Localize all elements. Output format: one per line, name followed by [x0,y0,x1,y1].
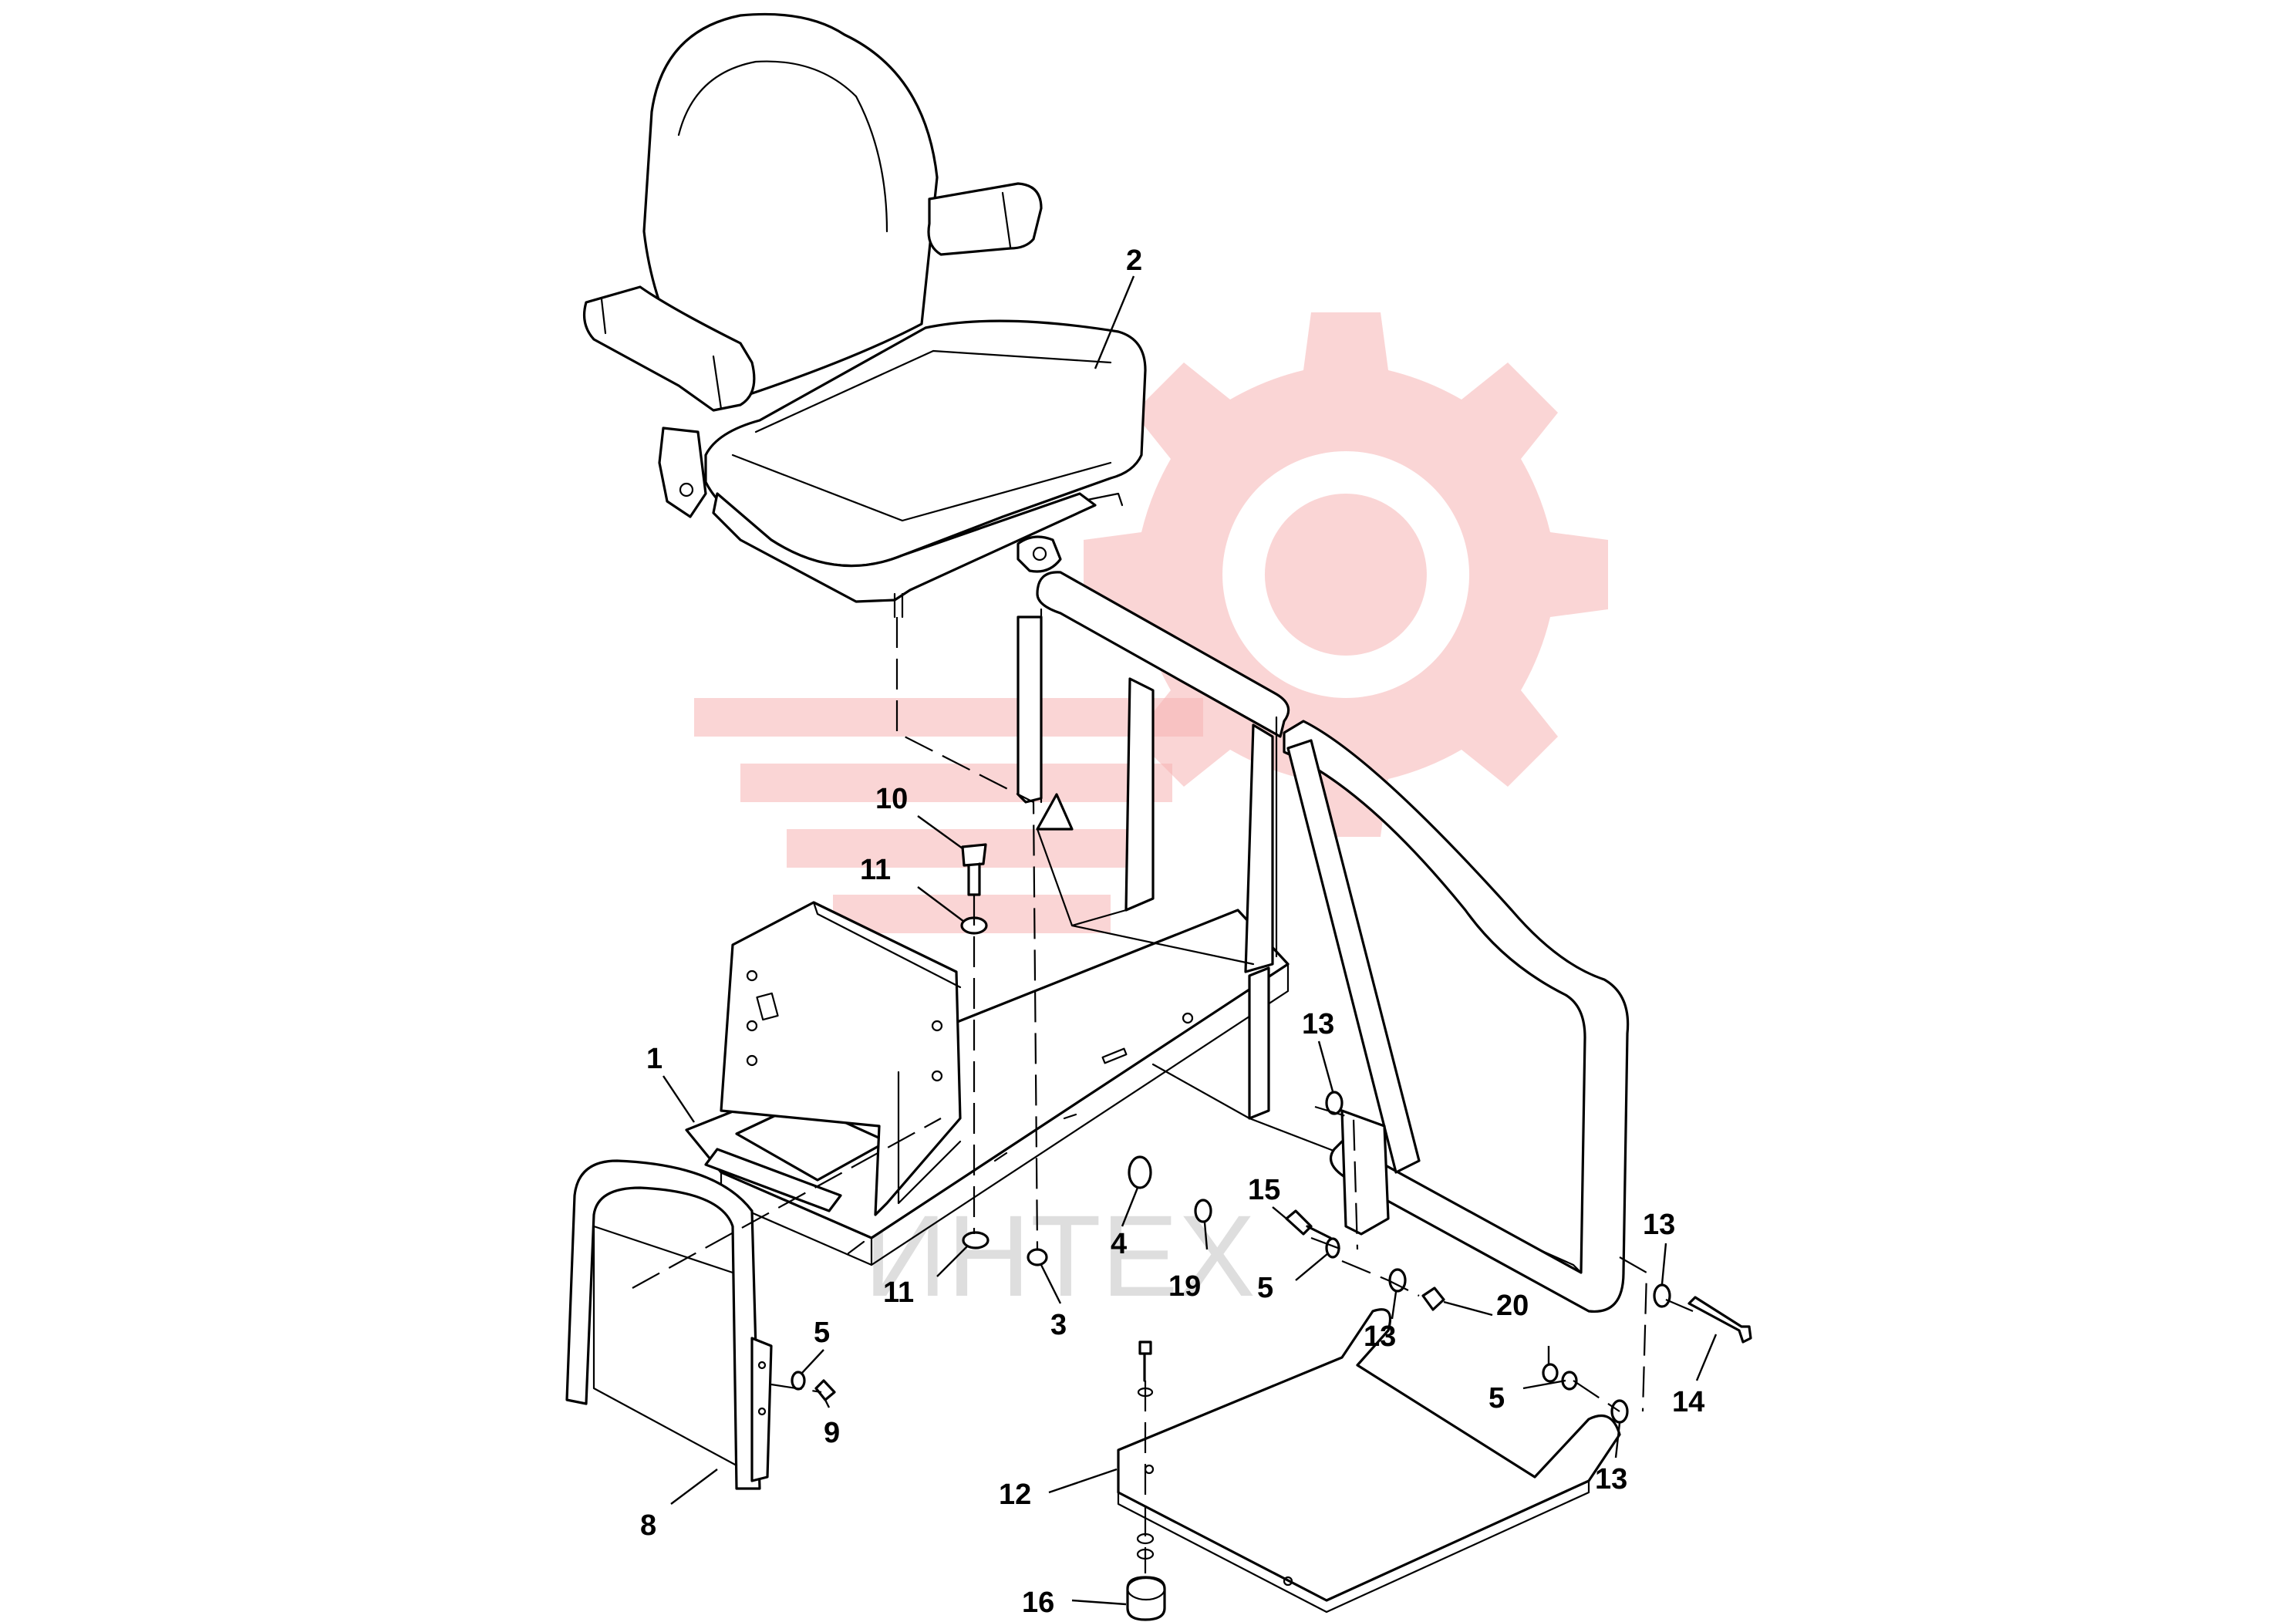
frame-inner-divider-2 [1244,723,1274,973]
washer-13-upper [1325,1091,1344,1115]
seat-base [712,492,1097,603]
footrest-part [565,1159,773,1490]
seat-right-armrest [927,182,1043,256]
watermark-text: ИНТЕХ [864,1191,1256,1320]
floor-plate [1117,1308,1621,1602]
callout-11-bottom: 11 [883,1276,914,1309]
callout-13-lower: 13 [1595,1463,1627,1496]
watermark-gear-icon [1084,312,1608,837]
watermark-gear-logo: ИНТЕХ [694,312,1608,1320]
callout-5-lower: 5 [1489,1382,1505,1415]
frame-lower-rail [704,1148,842,1212]
callout-2: 2 [1126,244,1142,277]
callout-13-center: 13 [1364,1320,1396,1353]
callout-19: 19 [1168,1270,1201,1303]
callout-4: 4 [1111,1228,1127,1260]
rubber-foot-16 [1126,1576,1166,1621]
callout-labels: 2 1 10 11 11 3 4 19 13 15 5 13 20 13 14 … [640,244,1704,1619]
bushing-4 [1128,1155,1152,1189]
callout-10: 10 [875,783,908,815]
side-tube-bracket [1340,1109,1390,1236]
frame-rear-panel [1036,793,1074,831]
frame-inner-divider-1 [1124,677,1155,912]
callout-11-top: 11 [860,854,891,886]
seat-part [583,12,1147,619]
callout-12: 12 [999,1479,1031,1511]
callout-8: 8 [640,1509,656,1542]
hardware [791,843,1752,1621]
washer-5-left [791,1371,806,1391]
callout-3: 3 [1050,1309,1067,1341]
callout-14: 14 [1672,1386,1704,1418]
washer-19 [1194,1199,1212,1223]
leader-lines [663,275,1718,1606]
nut-3 [1027,1248,1048,1266]
bolt-14 [1687,1296,1752,1344]
washer-5-lower-a [1542,1363,1559,1383]
bolt-12 [1138,1340,1152,1382]
nut-20 [1421,1286,1445,1311]
footrest-bracket [750,1337,773,1482]
seat-side-bracket [658,427,707,518]
frame-top-cross-tube [1036,571,1290,738]
seat-frame-part [685,571,1351,1266]
frame-front-box [720,901,962,1216]
side-tube-diagonal [1286,739,1421,1174]
callout-20: 20 [1496,1290,1529,1322]
washer-11-bottom [962,1231,990,1249]
frame-rear-leg [1248,966,1270,1120]
seat-adjust-knob [1017,535,1062,573]
seat-left-armrest [583,285,756,412]
callout-16: 16 [1022,1587,1054,1619]
bolt-15 [1285,1209,1332,1239]
callout-13-right: 13 [1643,1209,1675,1241]
footrest-tube [565,1159,761,1490]
floor-plate-part [1117,1308,1621,1614]
watermark-inner-arc [1264,494,1427,656]
bolt-9 [814,1379,836,1401]
callout-5-center: 5 [1257,1272,1273,1304]
callout-9: 9 [824,1417,840,1449]
callout-5-left: 5 [814,1317,830,1349]
frame-left-upright [1017,615,1043,804]
washer-13-right [1653,1283,1671,1308]
callout-15: 15 [1248,1174,1280,1206]
bolt-10 [961,843,987,896]
assembly-lines [632,617,1694,1573]
callout-13-upper: 13 [1302,1008,1334,1040]
callout-1: 1 [646,1043,663,1075]
